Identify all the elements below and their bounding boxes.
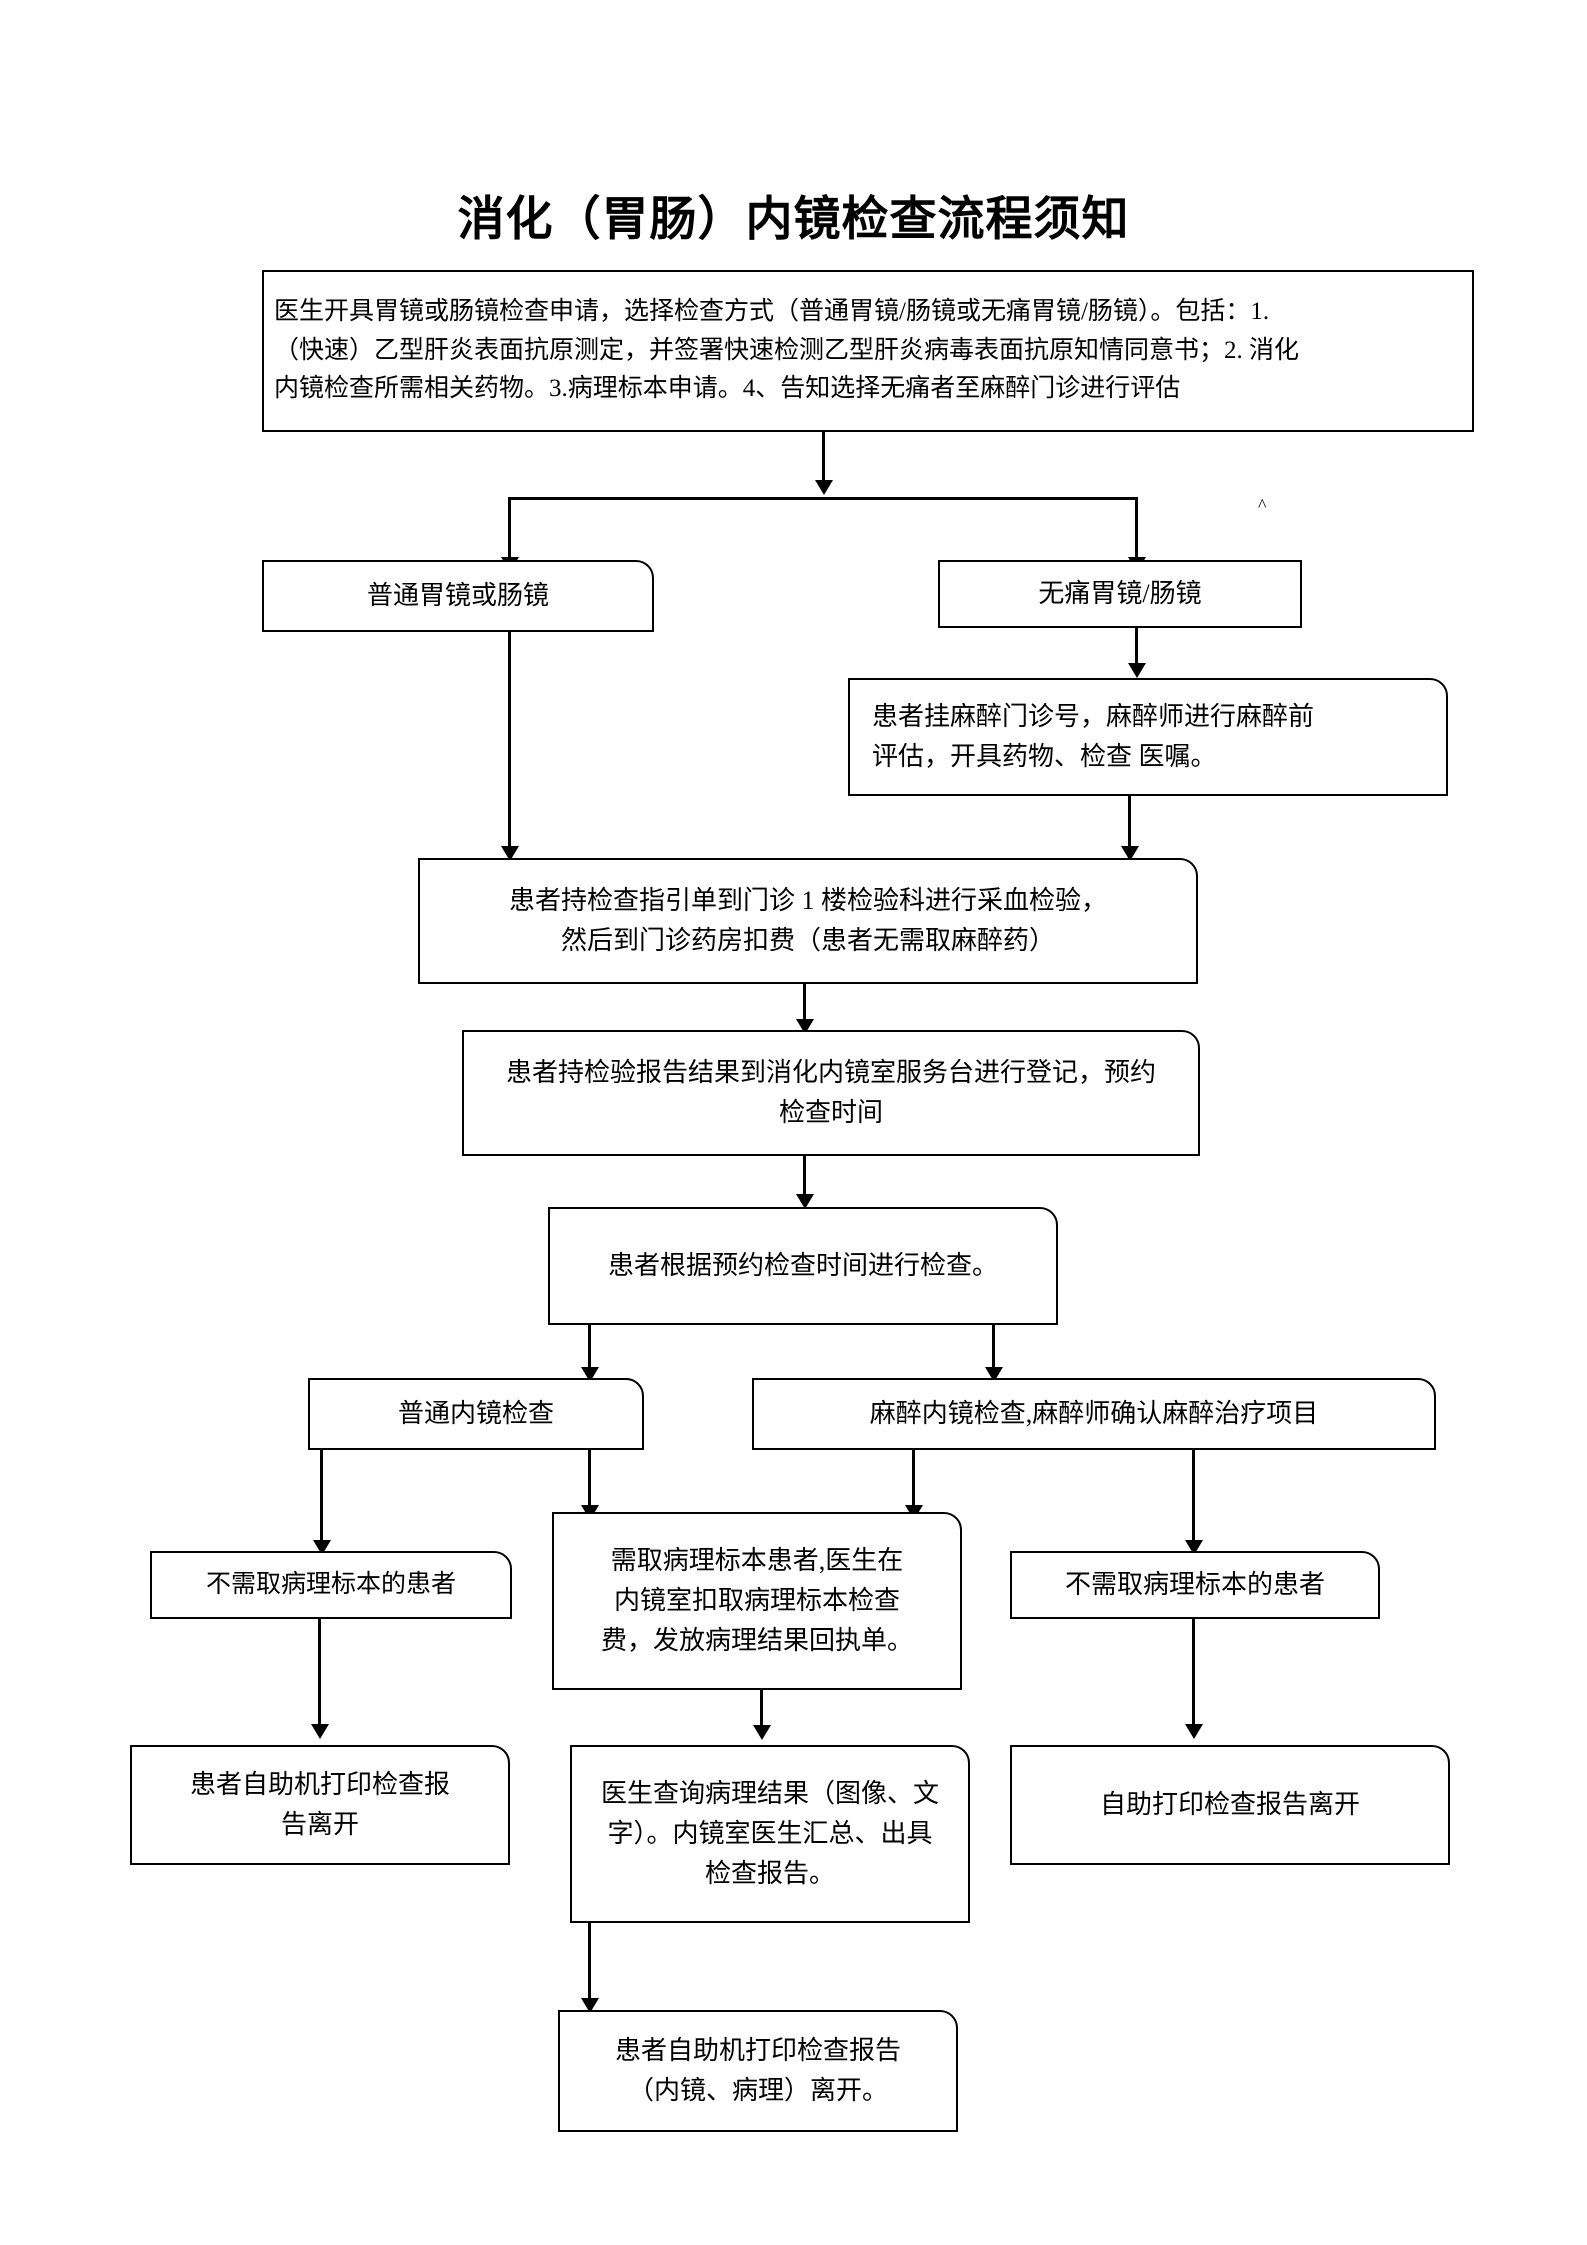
node-self-print-right-label: 自助打印检查报告离开 — [1099, 1789, 1360, 1819]
node-do-exam: 患者根据预约检查时间进行检查。 — [548, 1207, 1058, 1325]
connector-doctor-to-final — [588, 1923, 591, 2008]
node-do-exam-label: 患者根据预约检查时间进行检查。 — [607, 1250, 998, 1280]
arrowhead-painless-down — [1128, 663, 1146, 678]
connector-split-bar — [508, 497, 1138, 500]
node-self-print-left: 患者自助机打印检查报 告离开 — [130, 1745, 510, 1865]
connector-nopath-to-print-right — [1192, 1619, 1195, 1734]
node-ordinary-exam-label: 普通内镜检查 — [397, 1398, 554, 1428]
node-no-pathology-left: 不需取病理标本的患者 — [150, 1551, 512, 1619]
arrowhead-register-to-exam — [796, 1194, 814, 1209]
page-title: 消化（胃肠）内镜检查流程须知 — [457, 194, 1130, 246]
node-no-pathology-right-label: 不需取病理标本的患者 — [1064, 1569, 1325, 1599]
node-register: 患者持检验报告结果到消化内镜室服务台进行登记，预约 检查时间 — [462, 1030, 1200, 1156]
node-painless-scope-label: 无痛胃镜/肠镜 — [1038, 578, 1202, 608]
connector-intake-down — [822, 432, 825, 488]
node-blood-test-label: 患者持检查指引单到门诊 1 楼检验科进行采血检验， 然后到门诊药房扣费（患者无需… — [508, 885, 1107, 955]
node-doctor-query: 医生查询病理结果（图像、文 字）。内镜室医生汇总、出具 检查报告。 — [570, 1745, 970, 1923]
node-ordinary-exam: 普通内镜检查 — [308, 1378, 644, 1450]
arrowhead-doctor-to-final — [581, 1998, 599, 2013]
connector-register-to-exam — [803, 1156, 806, 1204]
arrowhead-anesthesia-to-blood — [1121, 846, 1139, 861]
connector-ordinary-to-blood — [508, 632, 511, 856]
node-final-print-label: 患者自助机打印检查报告 （内镜、病理）离开。 — [614, 2035, 901, 2105]
connector-anesthesia-to-pathology — [912, 1450, 915, 1515]
connector-exam-to-ordinary — [588, 1325, 591, 1377]
node-pathology-needed-label: 需取病理标本患者,医生在 内镜室扣取病理标本检查 费，发放病理结果回执单。 — [600, 1545, 913, 1656]
node-pathology-needed: 需取病理标本患者,医生在 内镜室扣取病理标本检查 费，发放病理结果回执单。 — [552, 1512, 962, 1690]
connector-anesthesia-to-blood — [1128, 796, 1131, 856]
node-no-pathology-left-label: 不需取病理标本的患者 — [205, 1570, 456, 1598]
node-anesthesia-clinic: 患者挂麻醉门诊号，麻醉师进行麻醉前 评估，开具药物、检查 医嘱。 — [848, 678, 1448, 796]
arrowhead-nopath-to-print-right — [1185, 1724, 1203, 1739]
node-ordinary-scope-label: 普通胃镜或肠镜 — [366, 580, 549, 610]
node-intake: 医生开具胃镜或肠镜检查申请，选择检查方式（普通胃镜/肠镜或无痛胃镜/肠镜）。包括… — [262, 270, 1474, 432]
arrowhead-intake-down — [815, 480, 833, 495]
arrowhead-pathology-to-doctor — [753, 1725, 771, 1740]
connector-painless-down — [1135, 628, 1138, 673]
connector-ordinary-to-nopath — [320, 1450, 323, 1550]
node-anesthesia-clinic-label: 患者挂麻醉门诊号，麻醉师进行麻醉前 评估，开具药物、检查 医嘱。 — [872, 701, 1315, 771]
connector-split-left-drop — [508, 497, 511, 567]
node-no-pathology-right: 不需取病理标本的患者 — [1010, 1551, 1380, 1619]
node-register-label: 患者持检验报告结果到消化内镜室服务台进行登记，预约 检查时间 — [505, 1057, 1156, 1127]
arrowhead-ordinary-to-blood — [501, 846, 519, 861]
node-anesthesia-exam: 麻醉内镜检查,麻醉师确认麻醉治疗项目 — [752, 1378, 1436, 1450]
node-final-print: 患者自助机打印检查报告 （内镜、病理）离开。 — [558, 2010, 958, 2132]
connector-blood-to-register — [803, 984, 806, 1029]
node-painless-scope: 无痛胃镜/肠镜 — [938, 560, 1302, 628]
node-doctor-query-label: 医生查询病理结果（图像、文 字）。内镜室医生汇总、出具 检查报告。 — [600, 1778, 939, 1889]
connector-anesthesia-to-nopath — [1192, 1450, 1195, 1550]
connector-split-right-drop — [1135, 497, 1138, 567]
connector-nopath-to-print-left — [318, 1619, 321, 1734]
connector-ordinary-to-pathology — [588, 1450, 591, 1515]
arrowhead-nopath-to-print-left — [311, 1724, 329, 1739]
node-anesthesia-exam-label: 麻醉内镜检查,麻醉师确认麻醉治疗项目 — [869, 1398, 1319, 1428]
connector-exam-to-anesthesia — [992, 1325, 995, 1377]
node-intake-label: 医生开具胃镜或肠镜检查申请，选择检查方式（普通胃镜/肠镜或无痛胃镜/肠镜）。包括… — [274, 297, 1300, 403]
connector-pathology-to-doctor — [760, 1690, 763, 1735]
stray-caret-mark: ^ — [1258, 495, 1267, 515]
node-blood-test: 患者持检查指引单到门诊 1 楼检验科进行采血检验， 然后到门诊药房扣费（患者无需… — [418, 858, 1198, 984]
node-self-print-left-label: 患者自助机打印检查报 告离开 — [189, 1769, 450, 1839]
node-self-print-right: 自助打印检查报告离开 — [1010, 1745, 1450, 1865]
node-ordinary-scope: 普通胃镜或肠镜 — [262, 560, 654, 632]
